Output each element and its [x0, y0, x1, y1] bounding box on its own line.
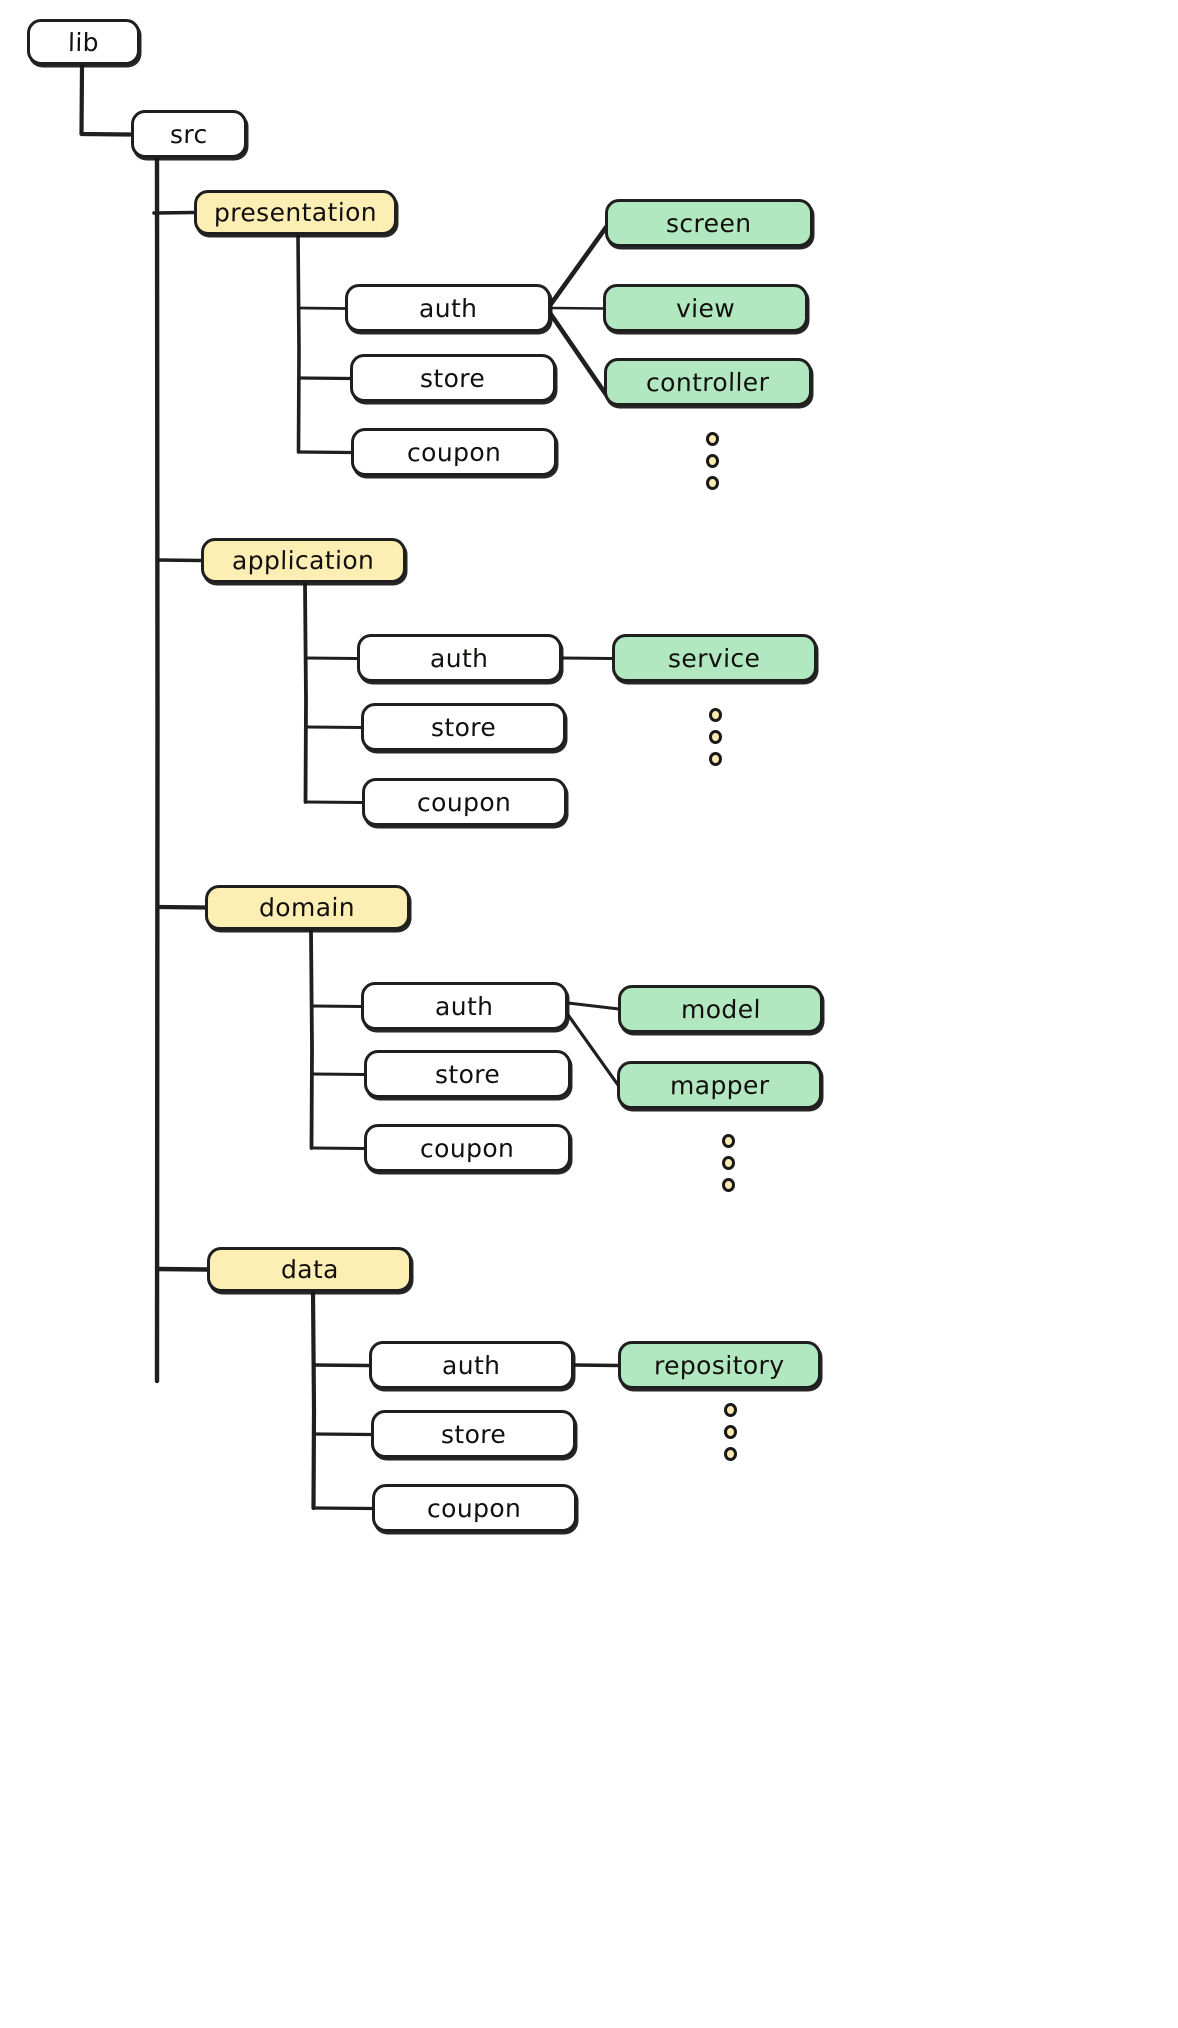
- node-application-coupon-label: coupon: [417, 787, 512, 817]
- edge-data-coupon: [312, 1506, 374, 1511]
- node-domain-auth-label: auth: [435, 991, 494, 1021]
- ellipsis-dot: [724, 1403, 737, 1417]
- node-presentation-store[interactable]: store: [350, 354, 556, 402]
- edge-presentation-coupon: [297, 450, 353, 455]
- node-screen-label: screen: [665, 208, 752, 238]
- node-domain-store-label: store: [434, 1059, 501, 1089]
- node-presentation-label: presentation: [213, 197, 378, 228]
- edge-data-store: [313, 1432, 373, 1437]
- node-domain[interactable]: domain: [205, 885, 410, 930]
- node-lib-label: lib: [67, 27, 100, 57]
- node-domain-store[interactable]: store: [364, 1050, 571, 1098]
- ellipsis-dot: [722, 1134, 735, 1148]
- node-data-store-label: store: [440, 1419, 507, 1449]
- node-presentation-coupon-label: coupon: [406, 437, 502, 467]
- node-presentation-auth-label: auth: [418, 293, 478, 323]
- node-application[interactable]: application: [201, 538, 406, 583]
- edge-domain-spine: [309, 929, 314, 1150]
- ellipsis-dot: [724, 1447, 737, 1461]
- node-mapper[interactable]: mapper: [617, 1061, 822, 1109]
- node-data-auth-label: auth: [442, 1350, 501, 1380]
- domain-ellipsis-icon: [722, 1134, 735, 1192]
- node-model[interactable]: model: [618, 985, 823, 1033]
- ellipsis-dot: [706, 432, 719, 446]
- application-ellipsis-icon: [709, 708, 722, 766]
- node-domain-coupon[interactable]: coupon: [364, 1124, 571, 1172]
- presentation-ellipsis-icon: [706, 432, 719, 490]
- edge-domain-auth: [310, 1004, 363, 1008]
- edge-domain-coupon: [310, 1146, 366, 1150]
- edge-domain-store: [311, 1072, 366, 1076]
- node-domain-coupon-label: coupon: [420, 1133, 515, 1163]
- node-data[interactable]: data: [207, 1247, 412, 1292]
- node-application-coupon[interactable]: coupon: [362, 778, 567, 826]
- ellipsis-dot: [709, 708, 722, 722]
- ellipsis-dot: [709, 752, 722, 766]
- edge-lib-src: [79, 63, 133, 137]
- node-presentation[interactable]: presentation: [194, 190, 397, 235]
- edge-domain-auth-model: [566, 1001, 621, 1011]
- node-application-store-label: store: [430, 712, 497, 742]
- ellipsis-dot: [722, 1156, 735, 1170]
- edge-domain-auth-mapper: [564, 1010, 620, 1087]
- node-controller-label: controller: [646, 367, 770, 397]
- edge-presentation-spine: [296, 234, 301, 454]
- edge-auth-screen: [548, 223, 610, 307]
- node-data-store[interactable]: store: [371, 1410, 576, 1458]
- edge-data-spine: [310, 1289, 317, 1511]
- node-repository-label: repository: [654, 1350, 785, 1380]
- data-ellipsis-icon: [724, 1403, 737, 1461]
- edge-src-application: [156, 558, 203, 563]
- edge-auth-controller: [547, 310, 610, 399]
- node-domain-label: domain: [259, 892, 356, 923]
- node-application-label: application: [232, 545, 375, 576]
- edge-src-domain: [155, 904, 208, 910]
- edge-application-store: [305, 725, 363, 729]
- node-data-coupon[interactable]: coupon: [372, 1484, 577, 1532]
- edge-presentation-store: [298, 376, 352, 381]
- node-controller[interactable]: controller: [604, 358, 812, 406]
- node-data-auth[interactable]: auth: [369, 1341, 574, 1389]
- ellipsis-dot: [722, 1178, 735, 1192]
- edge-application-coupon: [304, 800, 364, 804]
- node-screen[interactable]: screen: [605, 199, 813, 247]
- edge-application-auth: [304, 656, 359, 660]
- edge-src-data: [155, 1266, 210, 1272]
- node-application-auth-label: auth: [430, 643, 489, 673]
- edge-application-spine: [303, 582, 308, 804]
- node-application-auth[interactable]: auth: [357, 634, 562, 682]
- ellipsis-dot: [706, 454, 719, 468]
- node-view[interactable]: view: [603, 284, 808, 332]
- node-view-label: view: [675, 293, 736, 323]
- node-service-label: service: [668, 643, 761, 673]
- node-src[interactable]: src: [131, 110, 247, 158]
- node-model-label: model: [680, 994, 761, 1024]
- node-mapper-label: mapper: [669, 1070, 770, 1100]
- node-repository[interactable]: repository: [618, 1341, 821, 1389]
- node-data-coupon-label: coupon: [427, 1493, 522, 1523]
- edge-presentation-auth: [297, 306, 347, 310]
- edge-data-auth: [312, 1363, 371, 1368]
- node-application-store[interactable]: store: [361, 703, 566, 751]
- ellipsis-dot: [709, 730, 722, 744]
- node-presentation-coupon[interactable]: coupon: [351, 428, 557, 476]
- node-service[interactable]: service: [612, 634, 817, 682]
- edge-data-auth-repository: [572, 1363, 622, 1368]
- edge-application-auth-service: [560, 656, 614, 660]
- edge-src-presentation: [152, 210, 196, 215]
- node-data-label: data: [280, 1254, 339, 1285]
- ellipsis-dot: [706, 476, 719, 490]
- node-src-label: src: [169, 119, 209, 149]
- ellipsis-dot: [724, 1425, 737, 1439]
- edge-src-spine: [154, 156, 160, 1384]
- node-domain-auth[interactable]: auth: [361, 982, 568, 1030]
- node-lib[interactable]: lib: [27, 19, 140, 65]
- node-presentation-auth[interactable]: auth: [345, 284, 551, 332]
- edge-auth-view: [550, 306, 605, 310]
- node-presentation-store-label: store: [420, 363, 486, 393]
